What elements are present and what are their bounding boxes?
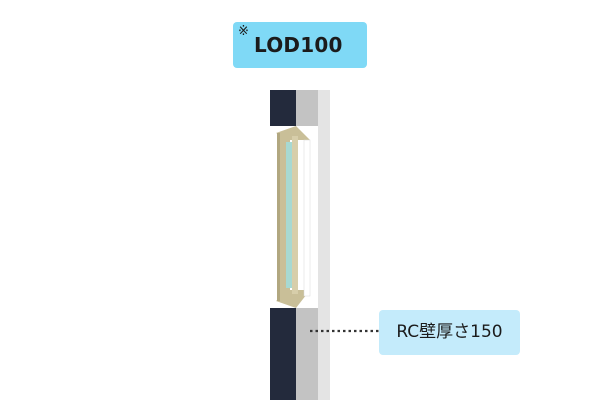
wall-dark-lower <box>270 308 296 400</box>
window-inner-edge <box>303 139 311 297</box>
wall-thickness-callout: RC壁厚さ150 <box>379 310 520 355</box>
wall-thickness-label: RC壁厚さ150 <box>396 322 503 342</box>
window-glass <box>286 142 292 288</box>
lod-badge: ※ LOD100 <box>233 22 367 68</box>
lod-reference-mark: ※ <box>238 24 249 39</box>
wall-light-layer <box>318 90 330 400</box>
window-opening <box>270 126 318 308</box>
window-frame-inner <box>292 136 298 294</box>
window-frame-shadow <box>277 133 280 301</box>
wall-dark-upper <box>270 90 296 126</box>
lod-label: LOD100 <box>254 33 343 57</box>
